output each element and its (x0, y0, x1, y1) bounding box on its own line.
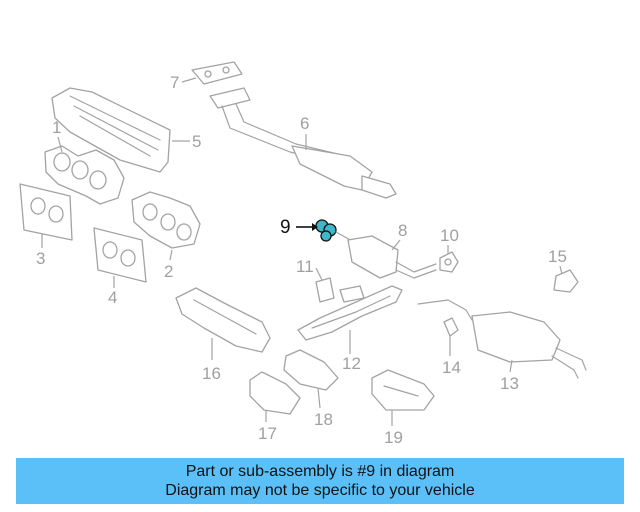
part-14-rubber-hanger[interactable] (443, 317, 459, 337)
part-4-gasket[interactable] (93, 227, 147, 283)
svg-text:15: 15 (548, 247, 567, 266)
callout-4: 4 (108, 276, 117, 307)
part-2-manifold[interactable] (131, 191, 201, 249)
banner-line-1: Part or sub-assembly is #9 in diagram (185, 463, 455, 480)
svg-text:13: 13 (500, 374, 519, 393)
part-16-tunnel-heat-shield[interactable] (175, 287, 271, 353)
part-19-shield-plate[interactable] (371, 369, 435, 411)
svg-text:9: 9 (280, 217, 291, 238)
callout-18: 18 (314, 387, 333, 429)
callout-1: 1 (52, 118, 63, 153)
svg-text:7: 7 (170, 73, 179, 92)
part-15-bracket[interactable] (553, 269, 579, 293)
part-17-heat-shield[interactable] (249, 371, 301, 415)
part-5-heat-shield[interactable] (51, 87, 171, 173)
callout-7: 7 (170, 73, 197, 92)
callout-14: 14 (442, 336, 461, 377)
part-11-bracket[interactable] (315, 277, 365, 303)
svg-text:14: 14 (442, 358, 461, 377)
part-3-manifold-gasket[interactable] (19, 183, 73, 241)
callout-12: 12 (342, 330, 361, 373)
part-10-hanger[interactable] (439, 251, 459, 273)
part-13-rear-muffler[interactable] (417, 299, 587, 379)
svg-text:18: 18 (314, 410, 333, 429)
part-18-heat-shield[interactable] (283, 349, 339, 391)
part-8-intermediate-pipe[interactable] (335, 231, 437, 279)
part-9-clamp[interactable] (315, 219, 337, 242)
callout-3: 3 (36, 234, 45, 268)
svg-text:10: 10 (440, 226, 459, 245)
callout-19: 19 (384, 410, 403, 447)
svg-text:6: 6 (300, 114, 309, 133)
svg-text:8: 8 (398, 221, 407, 240)
svg-text:12: 12 (342, 354, 361, 373)
callout-9: 9 (280, 217, 318, 238)
part-12-heat-shield[interactable] (297, 285, 403, 341)
svg-text:5: 5 (192, 132, 201, 151)
callout-13: 13 (500, 359, 519, 393)
callout-10: 10 (440, 226, 459, 254)
svg-text:3: 3 (36, 249, 45, 268)
svg-text:11: 11 (296, 257, 314, 276)
banner-line-2: Diagram may not be specific to your vehi… (165, 482, 475, 499)
svg-text:19: 19 (384, 428, 403, 447)
callout-5: 5 (172, 132, 201, 151)
svg-text:1: 1 (52, 118, 61, 137)
svg-text:16: 16 (202, 364, 221, 383)
part-info-banner: Part or sub-assembly is #9 in diagram Di… (16, 458, 624, 504)
callout-2: 2 (164, 249, 173, 281)
callout-8: 8 (391, 221, 407, 251)
part-6-front-pipe-catalytic-converter[interactable] (209, 87, 397, 199)
part-7-flange-gasket[interactable] (191, 61, 243, 85)
callout-16: 16 (202, 338, 221, 383)
svg-text:2: 2 (164, 262, 173, 281)
callout-11: 11 (296, 257, 323, 281)
svg-text:17: 17 (258, 424, 277, 443)
callout-6: 6 (300, 114, 309, 150)
svg-text:4: 4 (108, 288, 117, 307)
part-1-exhaust-manifold[interactable] (44, 145, 125, 205)
callout-17: 17 (258, 410, 277, 443)
callout-15: 15 (548, 247, 567, 275)
